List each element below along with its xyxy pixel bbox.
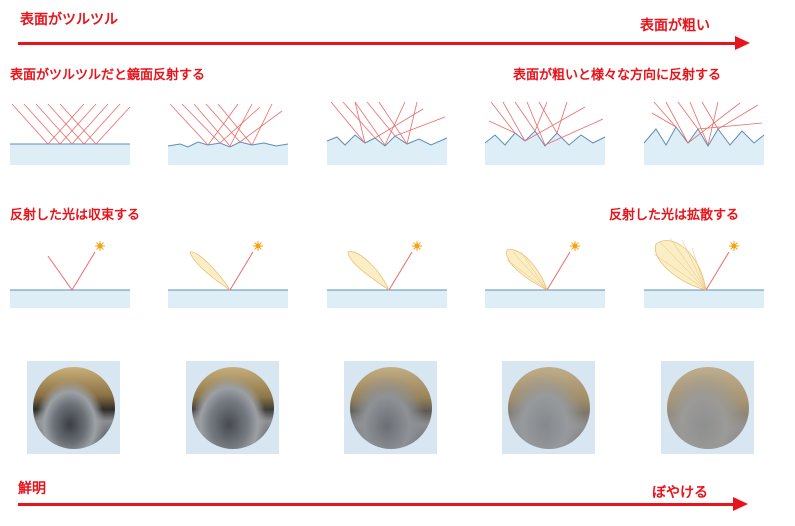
label-converge: 反射した光は収束する bbox=[10, 208, 141, 223]
sphere-render-5 bbox=[661, 361, 754, 454]
surface-panel-4 bbox=[484, 101, 606, 165]
sun-icon bbox=[412, 241, 422, 251]
arrow-right-icon bbox=[733, 497, 748, 511]
sun-icon bbox=[570, 241, 580, 251]
sphere-render-1 bbox=[27, 361, 120, 454]
lobe-panel-4 bbox=[485, 241, 605, 308]
label-specular-reflection: 表面がツルツルだと鏡面反射する bbox=[10, 68, 206, 83]
sphere-render-3 bbox=[344, 361, 437, 454]
roughness-arrow bbox=[18, 36, 750, 50]
surface-panel-1 bbox=[10, 103, 131, 165]
lobe-panel-3 bbox=[327, 241, 447, 308]
surface-panel-5 bbox=[643, 101, 765, 165]
label-rough: 表面が粗い bbox=[640, 18, 710, 34]
sun-icon bbox=[253, 241, 263, 251]
sun-icon bbox=[729, 241, 739, 251]
arrow-right-icon bbox=[735, 36, 750, 50]
clarity-arrow bbox=[18, 497, 748, 511]
sphere-render-4 bbox=[502, 361, 595, 454]
surface-panel-2 bbox=[167, 103, 289, 165]
label-sharp: 鮮明 bbox=[18, 481, 46, 497]
lobe-panel-1 bbox=[10, 241, 130, 308]
label-smooth: 表面がツルツル bbox=[20, 12, 118, 28]
label-blurry: ぼやける bbox=[652, 485, 708, 501]
surface-panel-3 bbox=[326, 101, 448, 165]
label-scattered-reflection: 表面が粗いと様々な方向に反射する bbox=[513, 68, 722, 83]
lobe-panel-5 bbox=[644, 237, 764, 308]
sphere-render-2 bbox=[186, 361, 279, 454]
label-diffuse: 反射した光は拡散する bbox=[609, 208, 740, 223]
sun-icon bbox=[95, 241, 105, 251]
lobe-panel-2 bbox=[168, 241, 288, 308]
